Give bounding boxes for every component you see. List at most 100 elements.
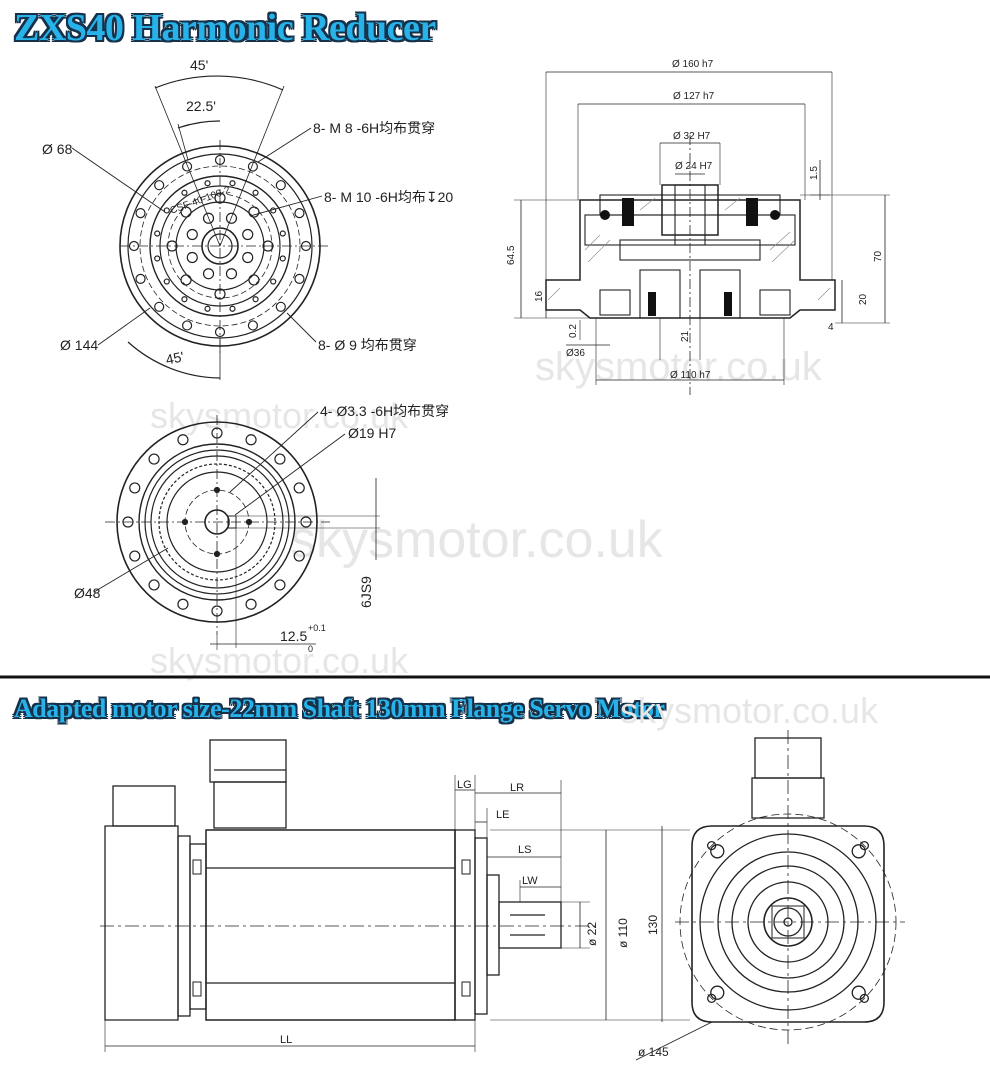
watermark: skysmotor.co.uk: [150, 640, 409, 681]
bolt-hole: [247, 161, 259, 172]
thread-hole: [262, 240, 274, 252]
bolt-hole: [245, 434, 257, 446]
motor-front-labels: 130 ø 145: [638, 915, 669, 1059]
bolt-hole: [275, 301, 286, 312]
motor-front-view: [612, 730, 905, 1061]
d32-label: Ø 32 H7: [673, 131, 711, 142]
note-m10-label: 8- M 10 -6H均布↧20: [324, 189, 453, 205]
thread-hole: [248, 206, 260, 218]
tap-hole: [163, 207, 170, 214]
bolt-hole: [211, 605, 223, 617]
bolt-hole: [293, 550, 305, 562]
tap-hole: [154, 255, 161, 262]
bore-base-label: 12.5: [280, 628, 307, 644]
tap-hole: [252, 189, 259, 196]
key-label: 6JS9: [358, 576, 374, 608]
tap-hole: [245, 518, 253, 526]
bolt-hole: [294, 207, 305, 219]
tap-hole: [229, 305, 236, 312]
thread-hole: [202, 212, 215, 224]
bolt-hole: [294, 273, 305, 285]
d145-label: ø 145: [638, 1045, 669, 1059]
section-view-labels: Ø 160 h7 Ø 127 h7 Ø 32 H7 Ø 24 H7 1.5 64…: [506, 59, 884, 381]
watermark: skysmotor.co.uk: [620, 690, 879, 731]
h02-label: 0.2: [568, 324, 579, 338]
back-view: [93, 411, 380, 650]
thread-hole: [242, 251, 254, 264]
tap-hole: [213, 550, 221, 558]
mount-hole: [859, 840, 870, 851]
thread-hole: [214, 288, 226, 300]
thread-hole: [248, 274, 260, 286]
thread-hole: [225, 268, 238, 280]
watermark: skysmotor.co.uk: [535, 345, 822, 389]
thread-hole: [180, 274, 192, 286]
bolt-hole: [129, 482, 141, 494]
dia-48-label: Ø48: [74, 585, 101, 601]
note-19-label: Ø19 H7: [348, 425, 396, 441]
thread-hole: [166, 240, 178, 252]
bolt-hole: [274, 453, 286, 465]
motor-title: Adapted motor size-22mm Shaft 130mm Flan…: [14, 694, 665, 723]
bolt-hole: [148, 453, 160, 465]
bolt-hole: [275, 180, 286, 191]
tap-hole: [204, 180, 211, 187]
bolt-hole: [129, 550, 141, 562]
lw-label: LW: [522, 875, 538, 887]
d110-label: Ø 110 h7: [670, 370, 711, 381]
lr-label: LR: [510, 782, 524, 794]
h16-label: 16: [534, 290, 545, 302]
bolt-hole: [245, 598, 257, 610]
thread-hole: [186, 228, 198, 241]
angle-outer-label: 45': [190, 57, 208, 73]
watermark: skysmotor.co.uk: [150, 395, 409, 436]
tap-hole: [213, 486, 221, 494]
thread-hole: [202, 268, 215, 280]
le-label: LE: [496, 809, 509, 821]
bolt-hole: [214, 154, 226, 166]
d110-label: ø 110: [616, 918, 630, 948]
thread-hole: [186, 251, 198, 264]
mount-hole: [851, 844, 866, 859]
h21-label: 21: [680, 330, 691, 342]
d127-label: Ø 127 h7: [673, 91, 715, 102]
tap-hole: [154, 230, 161, 237]
h130-label: 130: [646, 915, 660, 935]
bolt-hole: [135, 207, 146, 219]
d22-label: ø 22: [585, 922, 599, 946]
bolt-hole: [300, 240, 312, 252]
motor-side-view: [100, 739, 612, 1052]
tap-hole: [204, 305, 211, 312]
bolt-hole: [135, 273, 146, 285]
watermark: skysmotor.co.uk: [290, 511, 663, 569]
bolt-hole: [181, 320, 193, 331]
h4-label: 4: [828, 322, 834, 333]
dia-144-label: Ø 144: [60, 337, 98, 353]
section-view: [514, 71, 890, 395]
bolt-hole: [181, 161, 193, 172]
bolt-hole: [148, 579, 160, 591]
reducer-title: ZXS40 Harmonic Reducer: [14, 7, 436, 49]
mount-hole: [859, 993, 870, 1004]
bolt-hole: [211, 427, 223, 439]
tap-hole: [181, 518, 189, 526]
bolt-hole: [177, 434, 189, 446]
lg-label: LG: [457, 779, 472, 791]
bolt-hole: [122, 516, 134, 528]
h20-label: 20: [858, 293, 869, 305]
mount-hole: [706, 840, 717, 851]
note-33-label: 4- Ø3.3 -6H均布贯穿: [320, 403, 449, 419]
bolt-hole: [154, 301, 165, 312]
tap-hole: [279, 230, 286, 237]
mount-hole: [851, 985, 866, 1000]
tap-hole: [163, 278, 170, 285]
tap-hole: [229, 180, 236, 187]
thread-hole: [180, 206, 192, 218]
bolt-hole: [300, 516, 312, 528]
bolt-hole: [154, 180, 165, 191]
bolt-hole: [177, 598, 189, 610]
h15-label: 1.5: [809, 166, 820, 180]
thread-hole: [225, 212, 238, 224]
dia-68-label: Ø 68: [42, 141, 73, 157]
